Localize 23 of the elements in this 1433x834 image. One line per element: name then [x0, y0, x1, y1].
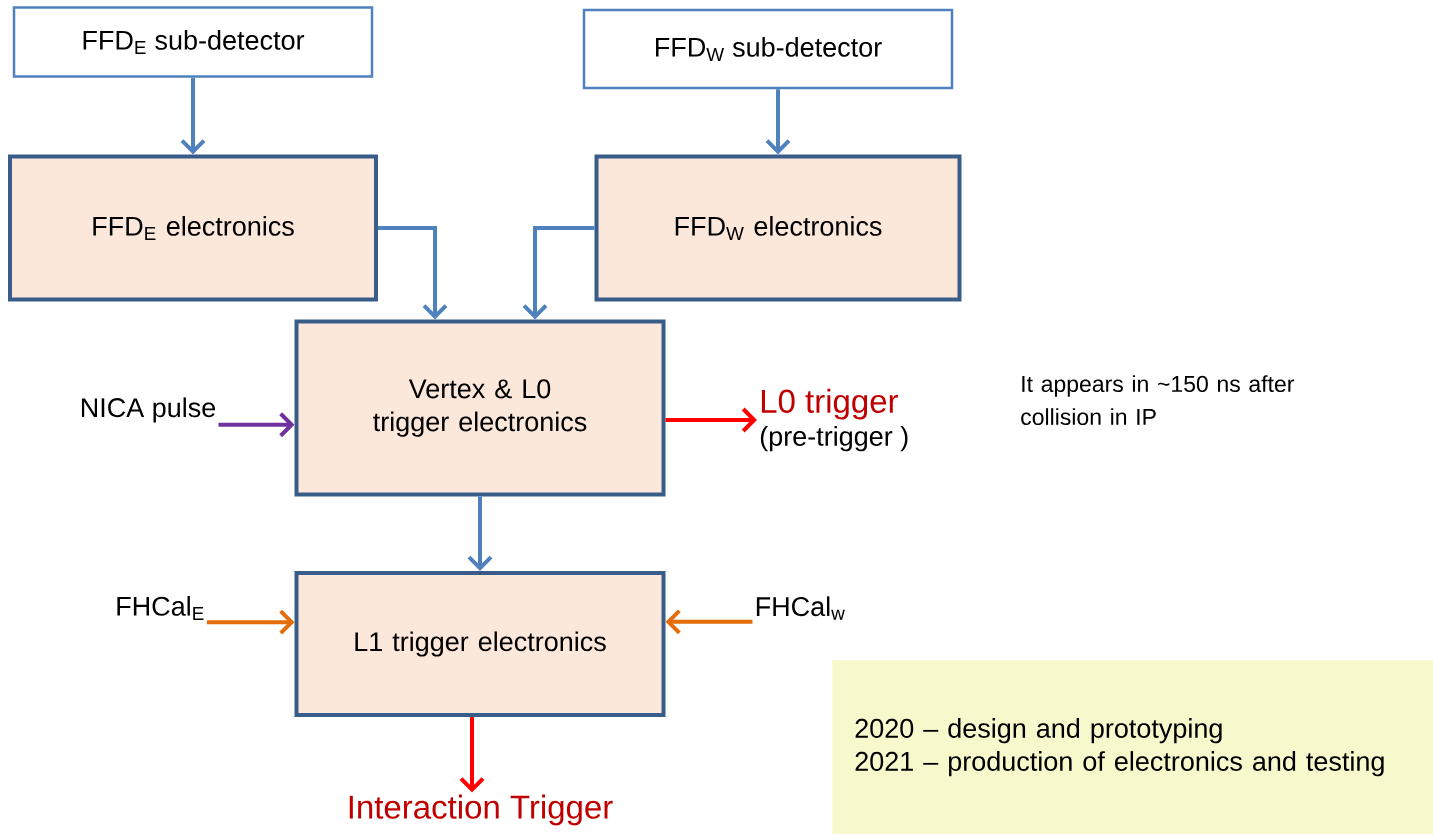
- output-label: L0 trigger (pre-trigger ): [760, 388, 908, 452]
- electronics-box: Vertex & L0 trigger electronics: [294, 319, 666, 497]
- arrow: [765, 89, 791, 155]
- detector-box: FFD$_{E}$ sub-detector: [12, 6, 374, 78]
- arrow: [665, 609, 753, 635]
- output-label: Interaction Trigger: [349, 794, 613, 826]
- input-label: FHCal$_{w}$: [756, 596, 845, 620]
- electronics-box: L1 trigger electronics: [294, 571, 666, 717]
- arrow: [665, 407, 757, 433]
- arrow: [467, 496, 493, 571]
- electronics-box: FFD$_{W}$ electronics: [594, 154, 962, 302]
- arrow: [378, 226, 448, 320]
- input-label: NICA pulse: [81, 397, 216, 423]
- arrow: [218, 412, 295, 438]
- arrow: [522, 226, 595, 320]
- timeline-box: 2020 – design and prototyping 2021 – production of electronics and testing: [832, 660, 1433, 834]
- arrow: [180, 77, 206, 155]
- arrow: [207, 609, 295, 635]
- detector-box: FFD$_{W}$ sub-detector: [582, 8, 954, 90]
- note-text: It appears in ~150 ns after collision in IP: [1021, 375, 1295, 426]
- input-label: FHCal$_{E}$: [117, 596, 204, 620]
- arrow: [459, 717, 485, 793]
- electronics-box: FFD$_{E}$ electronics: [8, 154, 378, 302]
